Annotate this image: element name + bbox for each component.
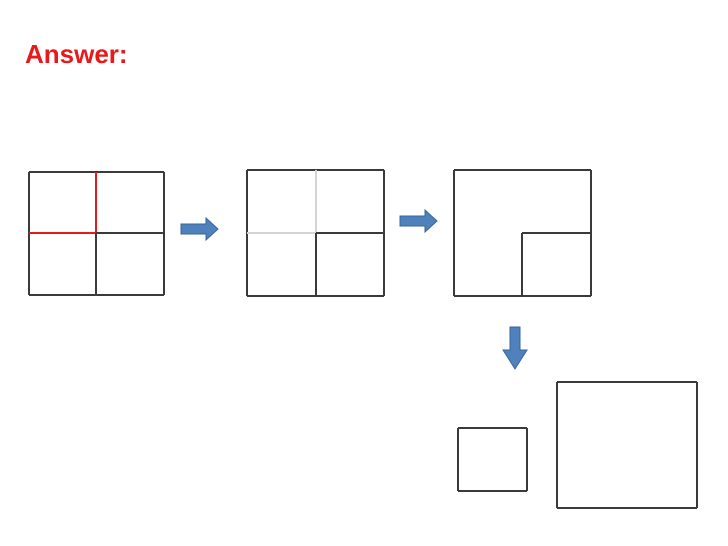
right-arrow-icon — [399, 208, 438, 234]
figure-4-large-square — [556, 381, 698, 509]
figure-2-grid — [246, 169, 385, 297]
figure-3-shape — [453, 169, 592, 297]
right-arrow-icon — [180, 216, 219, 242]
figure-4-small-square — [457, 427, 528, 492]
figure-1-grid — [28, 171, 165, 296]
down-arrow-icon — [502, 326, 528, 370]
answer-title: Answer: — [25, 39, 128, 69]
